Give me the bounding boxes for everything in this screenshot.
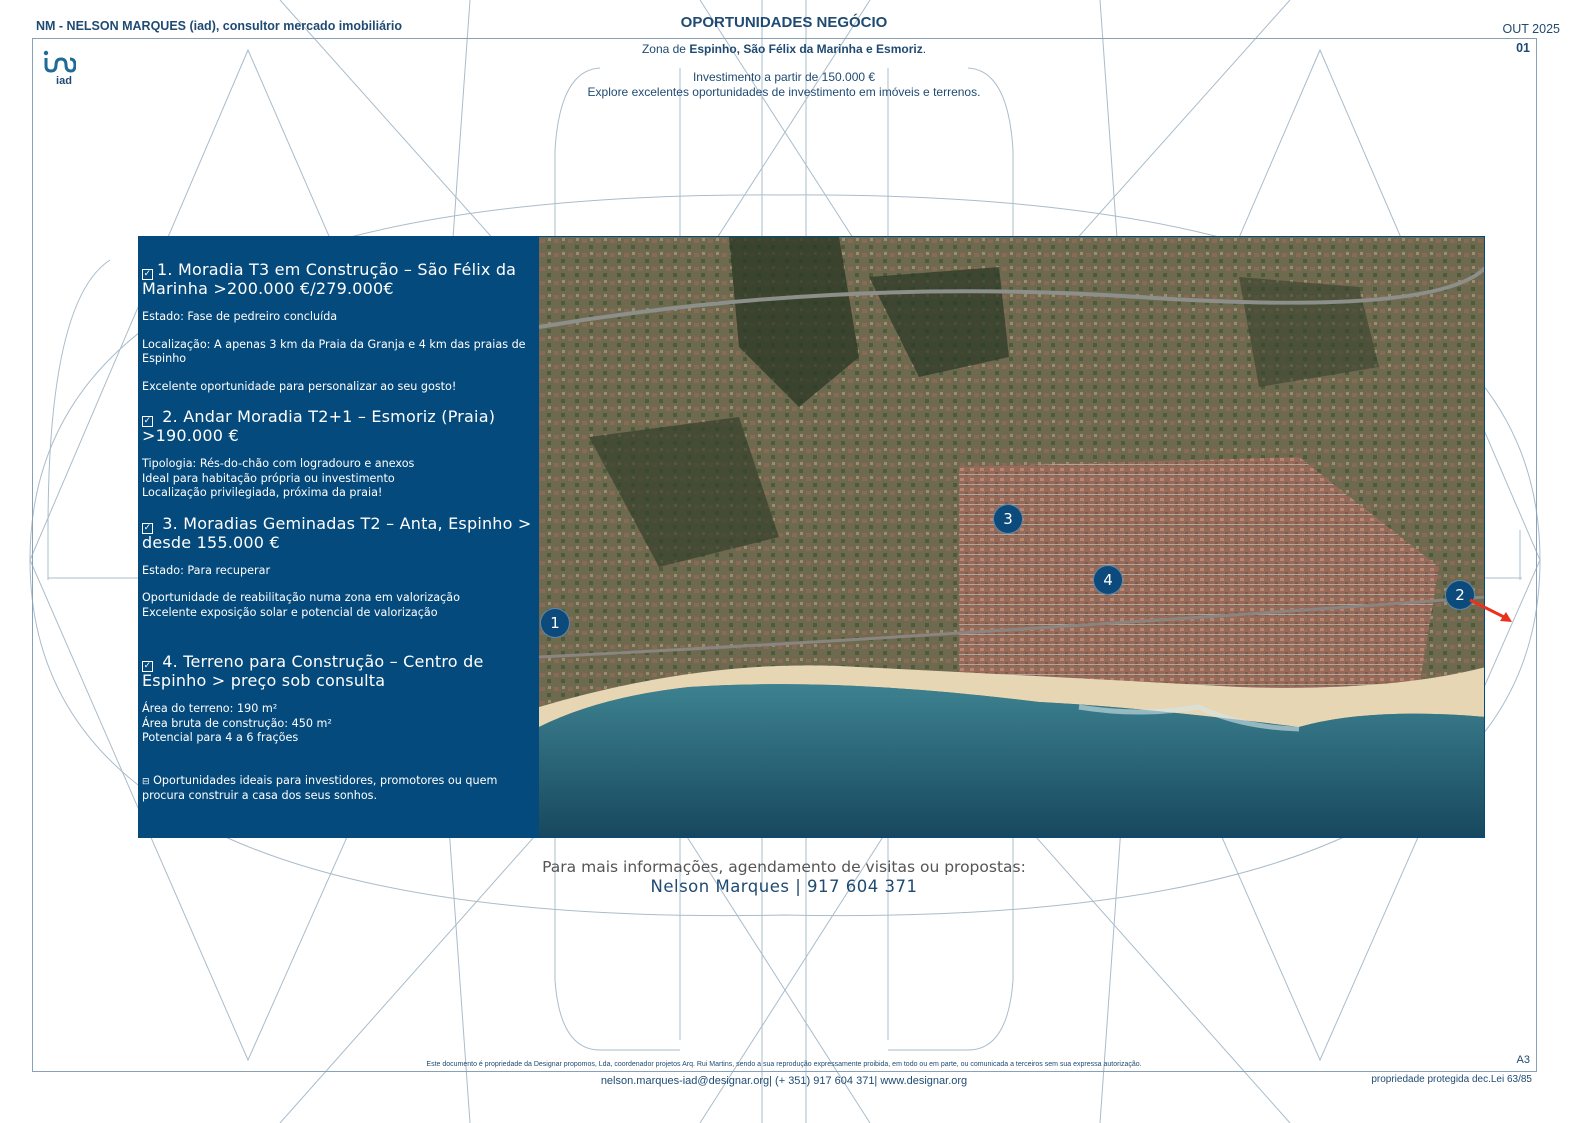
author-header: NM - NELSON MARQUES (iad), consultor mer… (36, 19, 403, 33)
listing-title-text: 2. Andar Moradia T2+1 – Esmoriz (Praia) … (142, 407, 496, 445)
listing-title: ✓ 4. Terreno para Construção – Centro de… (142, 652, 532, 690)
listing-title-text: 1. Moradia T3 em Construção – São Félix … (142, 260, 517, 298)
listing-line: Tipologia: Rés-do-chão com logradouro e … (142, 457, 415, 470)
contact-name-phone: Nelson Marques | 917 604 371 (650, 877, 918, 896)
protection-notice: propriedade protegida dec.Lei 63/85 (1371, 1074, 1532, 1085)
map-marker-3[interactable]: 3 (993, 504, 1023, 534)
intro-investment: Investimento a partir de 150.000 € (692, 70, 876, 84)
zone-places: Espinho, São Félix da Marinha e Esmoriz (689, 42, 923, 56)
legal-notice: Este documento é propriedade da Designar… (426, 1061, 1142, 1068)
iad-logo-icon (43, 50, 77, 73)
paper-format: A3 (1516, 1054, 1530, 1066)
satellite-map[interactable]: 1 2 3 4 (538, 236, 1485, 838)
listing-line: Ideal para habitação própria ou investim… (142, 471, 395, 485)
logo-text: iad (56, 75, 72, 87)
listing-line: Área bruta de construção: 450 m² (142, 716, 332, 730)
iad-logo: iad (42, 50, 77, 87)
listing-line: Estado: Fase de pedreiro concluída (142, 310, 338, 323)
briefcase-icon: ⊟ (142, 776, 150, 787)
map-marker-1[interactable]: 1 (540, 608, 570, 638)
listing-line: Excelente exposição solar e potencial de… (142, 605, 438, 619)
listing-title-text: 3. Moradias Geminadas T2 – Anta, Espinho… (142, 513, 532, 552)
listing-title: ✓1. Moradia T3 em Construção – São Félix… (142, 260, 532, 298)
closing-note: ⊟ Oportunidades ideais para investidores… (142, 774, 532, 804)
checkbox-icon: ✓ (142, 661, 153, 672)
intro-explore: Explore excelentes oportunidades de inve… (587, 85, 981, 99)
map-marker-2[interactable]: 2 (1445, 580, 1475, 610)
listing-lines: Tipologia: Rés-do-chão com logradouro e … (142, 457, 532, 501)
listing-line: Área do terreno: 190 m² (142, 702, 278, 715)
checkbox-icon: ✓ (142, 522, 153, 534)
contact-block: Para mais informações, agendamento de vi… (0, 858, 1568, 896)
listing-line: Oportunidade de reabilitação numa zona e… (142, 591, 460, 604)
listing-line: Excelente oportunidade para personalizar… (142, 379, 457, 393)
listings-panel: ✓1. Moradia T3 em Construção – São Félix… (138, 236, 538, 838)
zone-line: Zona de Espinho, São Félix da Marinha e … (0, 42, 1568, 56)
listing-line: Localização: A apenas 3 km da Praia da G… (142, 337, 526, 366)
checkbox-icon: ✓ (142, 269, 153, 280)
listing-title: ✓ 3. Moradias Geminadas T2 – Anta, Espin… (142, 514, 532, 552)
page-title: OPORTUNIDADES NEGÓCIO (680, 14, 888, 31)
listing-lines: Oportunidade de reabilitação numa zona e… (142, 591, 532, 620)
listing-title-text: 4. Terreno para Construção – Centro de E… (142, 652, 484, 690)
footer-contacts: nelson.marques-iad@designar.org| (+ 351)… (600, 1075, 968, 1087)
listing-line: Localização privilegiada, próxima da pra… (142, 486, 383, 499)
page-number: 01 (1516, 41, 1530, 55)
issue-date: OUT 2025 (1502, 22, 1560, 36)
zone-prefix: Zona de (641, 42, 690, 56)
red-arrow-icon (1469, 598, 1512, 622)
map-imagery (539, 237, 1484, 837)
closing-note-text: Oportunidades ideais para investidores, … (142, 773, 498, 803)
contact-intro: Para mais informações, agendamento de vi… (542, 858, 1026, 876)
listing-title: ✓ 2. Andar Moradia T2+1 – Esmoriz (Praia… (142, 407, 532, 445)
listing-line: Potencial para 4 a 6 frações (142, 731, 299, 744)
listing-line: Estado: Para recuperar (142, 563, 271, 577)
intro: Investimento a partir de 150.000 € Explo… (0, 70, 1568, 100)
zone-suffix: . (922, 42, 927, 56)
checkbox-icon: ✓ (142, 416, 153, 427)
page-border (32, 38, 1537, 1072)
map-marker-4[interactable]: 4 (1093, 565, 1123, 595)
